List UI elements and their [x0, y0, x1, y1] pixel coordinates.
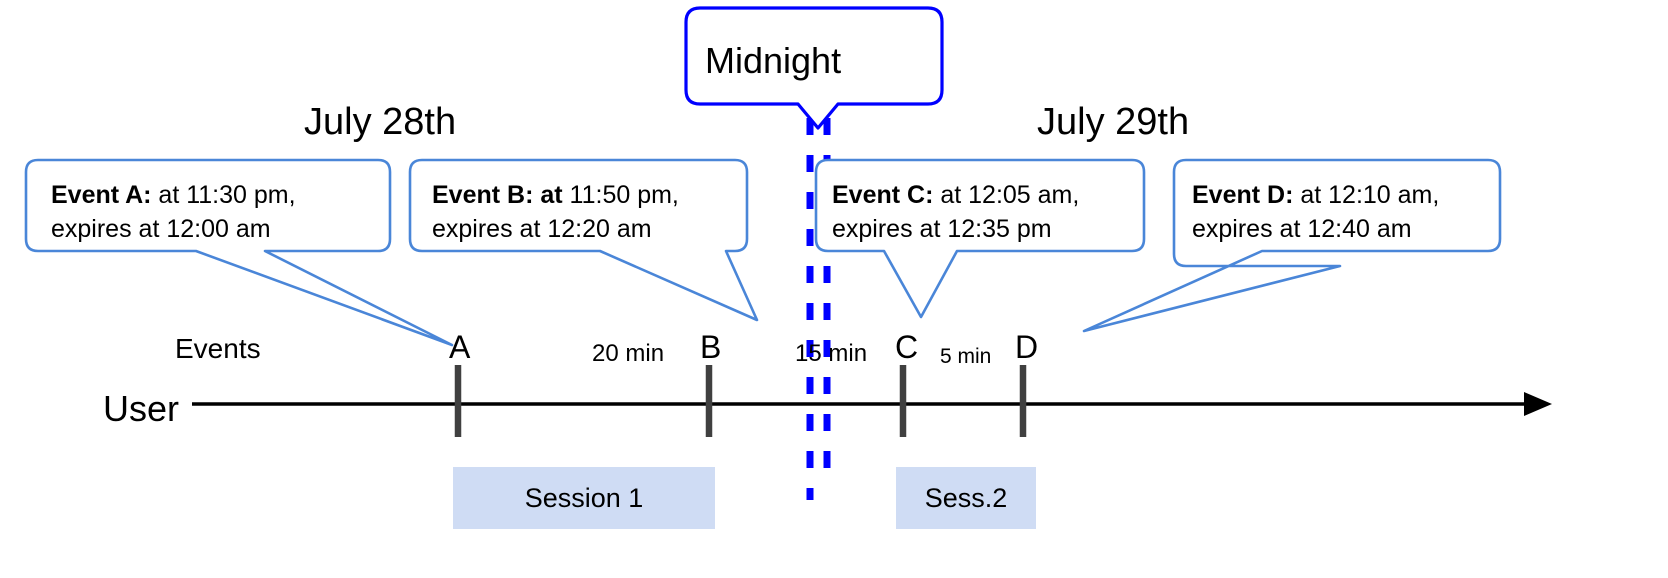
session-box-1-label: Session 1: [524, 482, 644, 513]
session-box-2: Sess.2: [896, 467, 1036, 529]
callout-line1-rest-event-b: 11:50 pm,: [562, 181, 679, 209]
callout-title-event-d: Event D:: [1192, 181, 1294, 209]
midnight-label: Midnight: [705, 40, 842, 81]
timeline-axis: [192, 392, 1552, 416]
session-box-1: Session 1: [453, 467, 715, 529]
callout-bold-extra-event-b: at: [533, 181, 563, 209]
interval-label-c-to-d: 5 min: [940, 345, 992, 368]
events-row-label: Events: [175, 333, 261, 364]
callout-line1-rest-event-c: at 12:05 am,: [933, 181, 1080, 209]
callout-text-event-b: Event B: at 11:50 pm, expires at 12:20 a…: [432, 178, 679, 246]
callout-text-event-a: Event A: at 11:30 pm, expires at 12:00 a…: [51, 178, 296, 246]
callout-line1-event-b: Event B: at 11:50 pm,: [432, 178, 679, 212]
timeline-tick-marks: [454, 365, 1027, 437]
callout-title-event-a: Event A:: [51, 181, 152, 209]
date-heading-left: July 28th: [304, 101, 457, 143]
session-box-2-label: Sess.2: [924, 482, 1008, 513]
tick-label-a: A: [449, 329, 471, 365]
callout-line1-event-a: Event A: at 11:30 pm,: [51, 178, 296, 212]
callout-line2-event-c: expires at 12:35 pm: [832, 215, 1052, 243]
callout-line1-event-d: Event D: at 12:10 am,: [1192, 178, 1439, 212]
callout-line1-rest-event-d: at 12:10 am,: [1293, 181, 1440, 209]
interval-label-b-to-c: 15 min: [795, 340, 868, 367]
callout-line2-event-d: expires at 12:40 am: [1192, 215, 1412, 243]
callout-title-event-b: Event B:: [432, 181, 534, 209]
tick-label-b: B: [700, 329, 722, 365]
callout-line1-event-c: Event C: at 12:05 am,: [832, 178, 1079, 212]
callout-line2-event-a: expires at 12:00 am: [51, 215, 271, 243]
midnight-dashed-line: [806, 118, 831, 500]
callout-line2-event-b: expires at 12:20 am: [432, 215, 652, 243]
callout-text-event-c: Event C: at 12:05 am, expires at 12:35 p…: [832, 178, 1079, 246]
tick-label-d: D: [1015, 329, 1039, 365]
callout-title-event-c: Event C:: [832, 181, 934, 209]
tick-label-c: C: [895, 329, 919, 365]
callout-line1-rest-event-a: at 11:30 pm,: [151, 181, 296, 209]
date-heading-right: July 29th: [1037, 101, 1190, 143]
interval-label-a-to-b: 20 min: [592, 340, 665, 367]
user-row-label: User: [103, 388, 180, 429]
callout-text-event-d: Event D: at 12:10 am, expires at 12:40 a…: [1192, 178, 1439, 246]
